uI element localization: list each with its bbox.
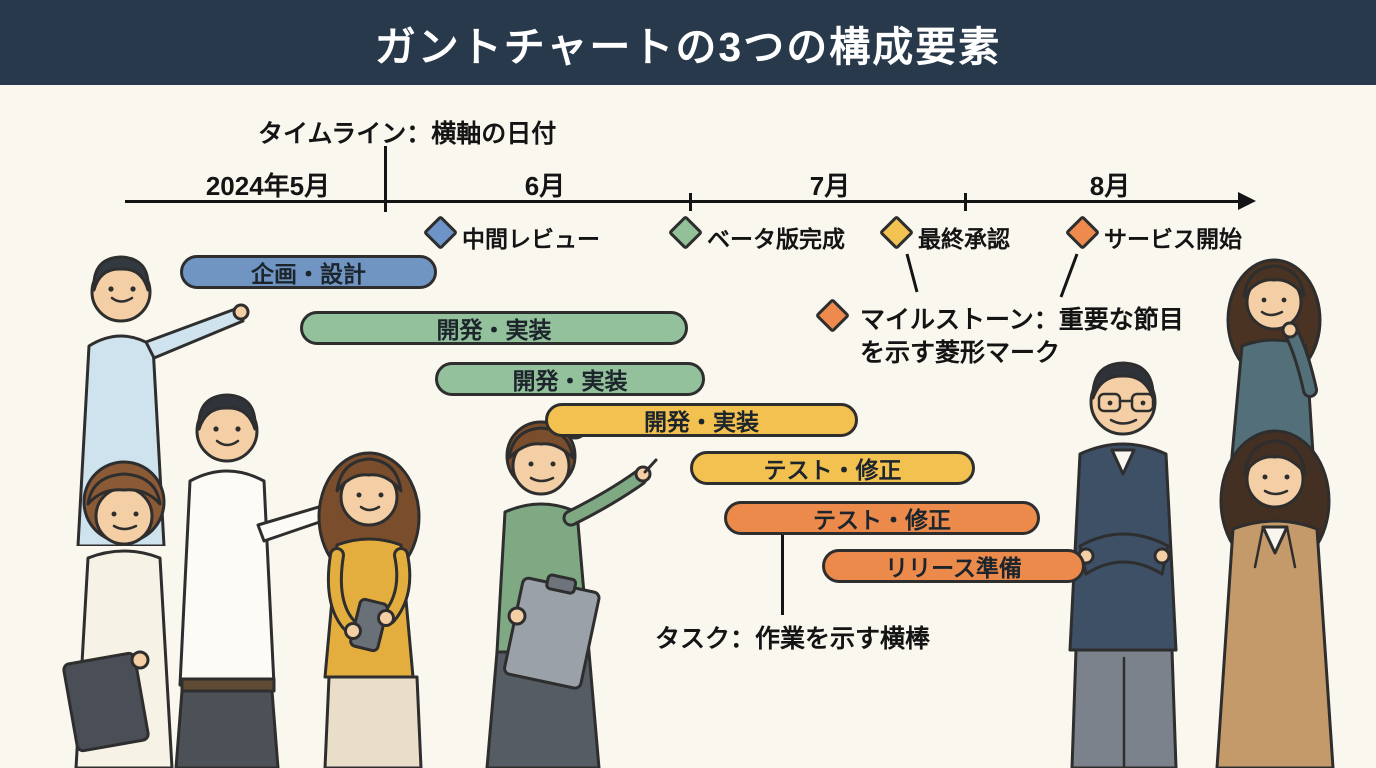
milestone-diamond-icon xyxy=(422,214,459,251)
task-bar-planning: 企画・設計 xyxy=(180,255,437,289)
milestone-label: 中間レビュー xyxy=(462,226,600,252)
person-white-shirt-man-illustration xyxy=(174,393,350,768)
timeline-annotation: タイムライン：横軸の日付 xyxy=(258,120,557,148)
task-bar-dev-1: 開発・実装 xyxy=(300,311,688,345)
milestone-label: 最終承認 xyxy=(918,226,1010,252)
milestone-label: ベータ版完成 xyxy=(707,226,845,252)
milestone-legend-diamond-icon xyxy=(814,297,851,334)
person-bob-woman-illustration xyxy=(62,460,174,768)
page-title: ガントチャートの3つの構成要素 xyxy=(374,23,1002,70)
person-navy-blazer-man-illustration xyxy=(1068,361,1178,768)
task-annotation: タスク：作業を示す横棒 xyxy=(655,625,931,653)
timeline-axis xyxy=(125,200,1241,203)
person-tan-blazer-woman-illustration xyxy=(1215,429,1335,768)
task-bar-label: 開発・実装 xyxy=(436,317,552,343)
milestone-annotation-line2: を示す菱形マーク xyxy=(860,339,1061,367)
task-bar-release: リリース準備 xyxy=(822,549,1085,583)
task-bar-test-2: テスト・修正 xyxy=(724,501,1040,535)
task-bar-label: 開発・実装 xyxy=(512,368,628,394)
month-label-june: 6月 xyxy=(524,171,566,201)
task-bar-dev-2: 開発・実装 xyxy=(435,362,705,396)
milestone-diamond-icon xyxy=(1064,214,1101,251)
milestone-diamond-icon xyxy=(667,214,704,251)
timeline-tick xyxy=(964,193,967,211)
task-bar-label: リリース準備 xyxy=(885,555,1022,581)
month-label-july: 7月 xyxy=(809,171,851,201)
milestone-annotation-line1: マイルストーン：重要な節目 xyxy=(860,306,1184,334)
task-bar-label: 開発・実装 xyxy=(644,409,759,435)
task-bar-label: テスト・修正 xyxy=(763,457,902,483)
task-bar-test-1: テスト・修正 xyxy=(690,451,975,485)
timeline-annotation-connector xyxy=(384,146,387,212)
milestone-diamond-icon xyxy=(878,214,915,251)
person-green-woman-illustration xyxy=(485,412,658,768)
timeline-tick xyxy=(689,193,692,211)
task-bar-label: 企画・設計 xyxy=(251,261,366,287)
timeline-arrow-icon xyxy=(1238,192,1256,210)
task-bar-label: テスト・修正 xyxy=(813,507,951,533)
task-annotation-connector xyxy=(781,535,784,615)
header-banner: ガントチャートの3つの構成要素 xyxy=(0,0,1376,85)
milestone-label: サービス開始 xyxy=(1104,226,1242,252)
month-label-may: 2024年5月 xyxy=(205,171,331,201)
task-bar-dev-3: 開発・実装 xyxy=(545,403,858,437)
month-label-august: 8月 xyxy=(1089,171,1131,201)
person-mustard-woman-illustration xyxy=(317,451,423,768)
